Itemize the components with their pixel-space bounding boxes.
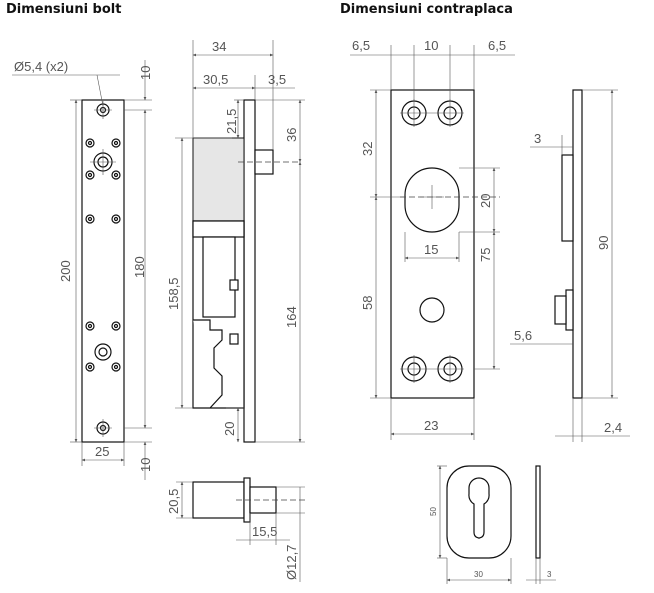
- dim-width: 25: [95, 444, 109, 459]
- dim-strike-width: 23: [424, 418, 438, 433]
- bolt-screw-holes: [85, 138, 121, 372]
- dim-escutcheon-height: 50: [429, 507, 438, 516]
- dim-escutcheon-width: 30: [474, 570, 483, 579]
- dim-strike-offset: 5,6: [514, 328, 532, 343]
- dim-slot-to-bottom: 75: [478, 248, 493, 262]
- dim-pin-center: 36: [284, 128, 299, 142]
- bolt-top-mount-hole: [94, 101, 112, 119]
- dim-strike-length: 90: [596, 236, 611, 250]
- dim-slot-to-bottom-left: 58: [360, 296, 375, 310]
- bolt-front-view: Ø5,4 (x2) 10 200 180 25 10: [12, 59, 153, 480]
- dim-pin-length: 15,5: [252, 524, 277, 539]
- strike-bottom-holes: [400, 355, 464, 383]
- strike-front-view: 6,5 10 6,5 32 58 20 75 15 23: [350, 38, 515, 440]
- dim-left-margin: 6,5: [352, 38, 370, 53]
- bolt-pin-front: [90, 149, 116, 175]
- dim-top-offset: 10: [138, 66, 153, 80]
- side-body-upper: [192, 137, 245, 222]
- bolt-side-view: 34 30,5 3,5 21,5 36 158,5 164 20: [166, 39, 305, 443]
- dim-top-to-slot: 32: [360, 142, 375, 156]
- strike-side-view: 3 90 5,6 2,4: [510, 89, 630, 442]
- dim-strike-thickness: 2,4: [604, 420, 622, 435]
- strike-side-plate: [572, 89, 583, 399]
- dim-slot-width: 15: [424, 242, 438, 257]
- dim-pin-diameter: Ø12,7: [284, 545, 299, 580]
- title-strike: Dimensiuni contraplaca: [340, 2, 513, 17]
- dim-body-length: 158,5: [166, 277, 181, 310]
- dim-plate-thickness: 3,5: [268, 72, 286, 87]
- strike-side-lip: [561, 154, 574, 242]
- dim-center-spacing: 10: [424, 38, 438, 53]
- bolt-lower-knob: [94, 343, 112, 361]
- dim-length-total: 200: [58, 260, 73, 282]
- dim-slot-height: 20: [478, 194, 493, 208]
- strike-top-holes: [400, 99, 464, 127]
- dim-hole-diameter: Ø5,4 (x2): [14, 59, 68, 74]
- dim-right-margin: 6,5: [488, 38, 506, 53]
- dim-bottom-offset-side: 20: [222, 422, 237, 436]
- dim-lip-depth: 3: [534, 131, 541, 146]
- dim-bottom-offset: 10: [138, 458, 153, 472]
- dim-width-total: 34: [212, 39, 226, 54]
- dim-hole-spacing: 180: [132, 256, 147, 278]
- dim-top-to-body: 21,5: [224, 109, 239, 134]
- dim-pin-body-height: 20,5: [166, 489, 181, 514]
- dim-escutcheon-thickness: 3: [547, 570, 552, 579]
- escutcheon-keyhole: [468, 477, 490, 539]
- side-faceplate: [243, 99, 256, 443]
- bolt-bottom-mount-hole: [94, 419, 112, 437]
- dim-body-width: 30,5: [203, 72, 228, 87]
- bolt-pin-detail: 20,5 15,5 Ø12,7: [166, 477, 305, 582]
- escutcheon-side: [535, 465, 541, 559]
- side-pin: [254, 149, 274, 175]
- dim-stroke-length: 164: [284, 306, 299, 328]
- title-bolt: Dimensiuni bolt: [6, 2, 122, 17]
- escutcheon-view: 50 30 3: [429, 465, 556, 584]
- strike-middle-hole: [419, 297, 445, 323]
